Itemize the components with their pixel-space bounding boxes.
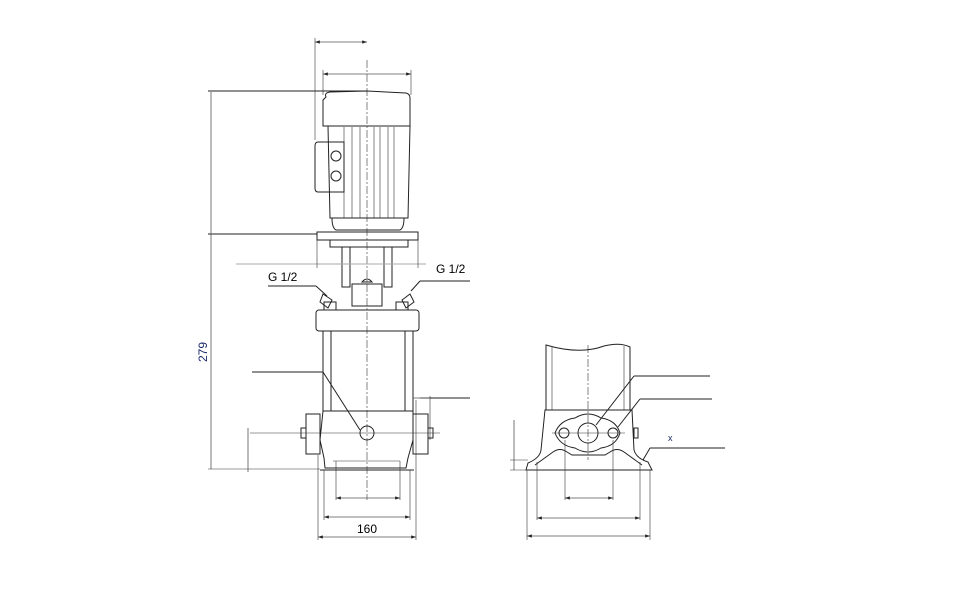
dim-base-value: 160 bbox=[357, 522, 377, 536]
foot-arch bbox=[534, 449, 643, 466]
terminal-box bbox=[314, 141, 345, 193]
leader-drain-diag bbox=[322, 371, 361, 431]
cable-gland-icon bbox=[330, 150, 342, 162]
tie-bolt-left bbox=[322, 330, 332, 412]
side-plug bbox=[633, 427, 639, 439]
side-view: x bbox=[510, 343, 725, 540]
label-g12-right: G 1/2 bbox=[436, 262, 466, 276]
stool-leg bbox=[383, 246, 393, 288]
bolt-right bbox=[395, 301, 409, 311]
motor-flange bbox=[316, 231, 419, 241]
motor-spigot bbox=[331, 217, 405, 231]
dim-height-value: 279 bbox=[196, 342, 210, 362]
motor-fan-cover bbox=[322, 90, 411, 127]
motor-fins bbox=[343, 127, 395, 218]
coupling-guard bbox=[351, 283, 383, 307]
motor-body bbox=[327, 125, 411, 219]
cable-gland-icon bbox=[330, 170, 342, 182]
label-g12-left: G 1/2 bbox=[268, 270, 298, 284]
vent-plug-left bbox=[319, 293, 333, 309]
inlet-flange bbox=[305, 413, 321, 455]
front-view: G 1/2 G 1/2 279 160 bbox=[196, 38, 470, 540]
vent-plug-right bbox=[401, 293, 415, 309]
coupling bbox=[360, 278, 374, 283]
tie-bolt-right bbox=[404, 330, 414, 412]
label-foot-marker: x bbox=[668, 433, 673, 443]
base-side bbox=[525, 409, 653, 471]
pump-sleeve-section bbox=[545, 343, 631, 410]
stool-leg bbox=[341, 246, 351, 288]
pump-head bbox=[315, 309, 420, 332]
motor-stool-plate bbox=[329, 239, 409, 248]
pump-sleeve bbox=[330, 330, 406, 412]
outlet-flange bbox=[412, 413, 429, 455]
